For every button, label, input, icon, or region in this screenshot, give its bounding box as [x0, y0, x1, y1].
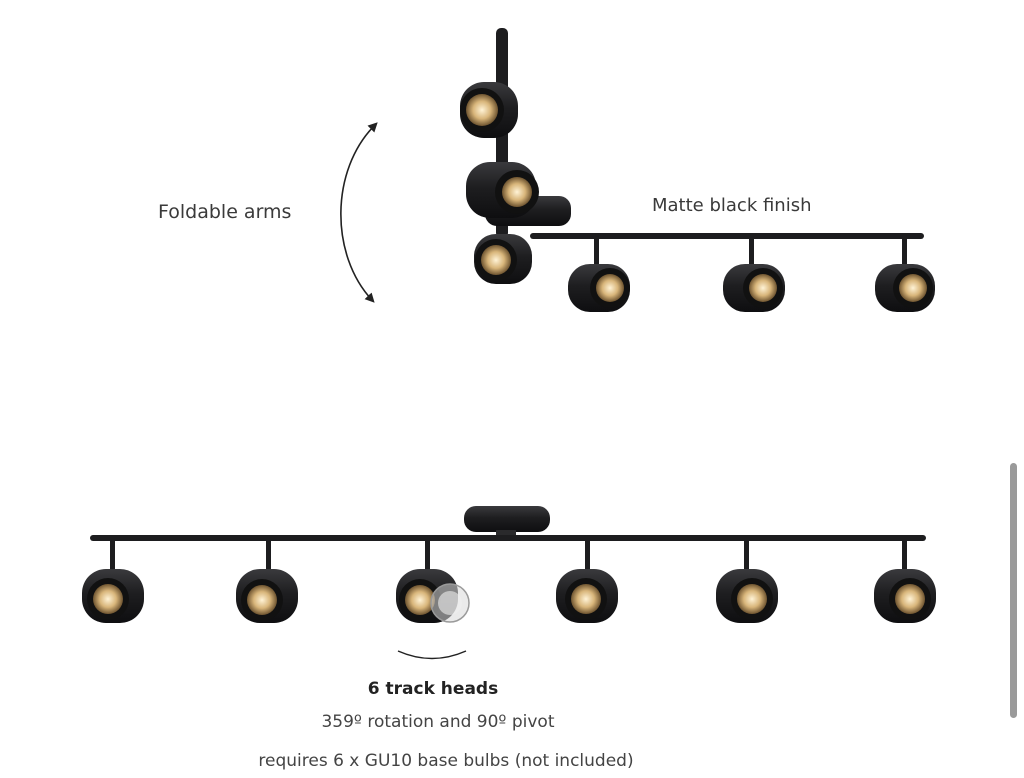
track-head [474, 234, 532, 284]
track-head [568, 264, 630, 312]
track-bar-bottom [90, 535, 926, 541]
stem [266, 541, 271, 569]
bulbs-label: requires 6 x GU10 base bulbs (not includ… [258, 751, 634, 771]
scrollbar-thumb[interactable] [1010, 463, 1017, 718]
stem [110, 541, 115, 569]
track-head [556, 569, 618, 623]
foldable-arms-label: Foldable arms [158, 201, 292, 223]
fold-arrow-icon [340, 122, 378, 303]
folded-fixture [460, 28, 935, 312]
track-head [874, 569, 936, 623]
track-head [716, 569, 778, 623]
track-head [875, 264, 935, 312]
stem [902, 541, 907, 569]
track-head [466, 162, 539, 218]
stem [749, 239, 754, 267]
stem [744, 541, 749, 569]
stem [594, 239, 599, 267]
finish-label: Matte black finish [652, 195, 812, 216]
track-bar-top [530, 233, 924, 239]
track-head [460, 82, 518, 138]
track-head [82, 569, 144, 623]
track-head [723, 264, 785, 312]
stem [585, 541, 590, 569]
extended-fixture [82, 506, 936, 623]
canopy [464, 506, 550, 532]
stem [902, 239, 907, 267]
track-head [396, 569, 470, 623]
rotation-label: 359º rotation and 90º pivot [321, 712, 555, 732]
track-heads-label: 6 track heads [367, 679, 499, 699]
rotation-arc-icon [397, 650, 467, 660]
stem [425, 541, 430, 569]
track-head [236, 569, 298, 623]
